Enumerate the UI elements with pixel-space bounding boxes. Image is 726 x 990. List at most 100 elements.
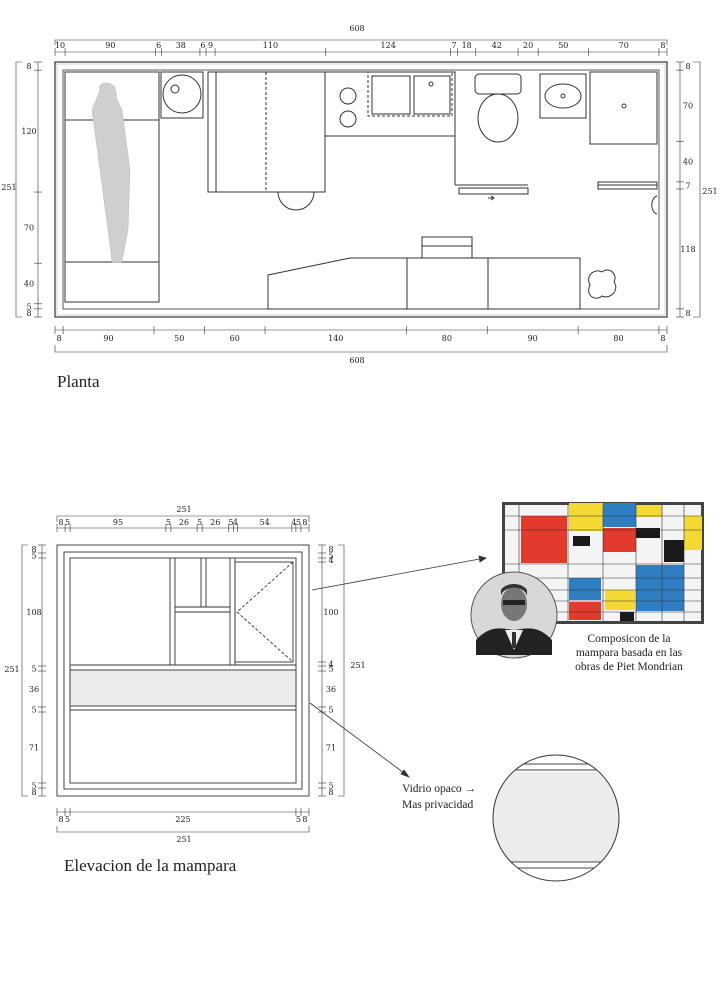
mondrian-cell: [569, 503, 603, 531]
mondrian-caption: Composicon de la mampara basada en las o…: [552, 632, 706, 674]
plan-bottom-dim-1: 90: [103, 334, 113, 343]
elev-top-dim-7: 5: [228, 518, 233, 527]
plan-top-dim-10: 42: [492, 41, 502, 50]
elev-top-dim-11: 5: [296, 518, 301, 527]
plan-total-right: 251: [702, 187, 717, 196]
mondrian-cell: [636, 505, 662, 517]
elev-right-dim-5: 5: [328, 665, 333, 674]
mondrian-cell: [605, 590, 635, 610]
elev-left-dim-1: 5: [31, 552, 36, 561]
elev-top-dim-2: 95: [113, 518, 123, 527]
floor-plan: [54, 61, 668, 318]
mondrian-cell: [569, 578, 601, 600]
elev-bottom-dim-1: 5: [65, 815, 70, 824]
elev-total-left: 251: [4, 665, 19, 674]
elev-right-dim-4: 4: [328, 660, 333, 669]
plan-right-dim-0: 8: [685, 62, 690, 71]
plan-right-dim-5: 8: [685, 309, 690, 318]
plan-right-dim-2: 40: [683, 158, 693, 167]
plan-bottom-dim-3: 60: [230, 334, 240, 343]
plan-total-left: 251: [1, 183, 16, 192]
plan-top-dim-12: 50: [558, 41, 568, 50]
elev-top-dim-1: 5: [65, 518, 70, 527]
elev-right-dim-9: 5: [328, 782, 333, 791]
elev-right-dim-0: 8: [328, 545, 333, 554]
plan-top-dim-1: 90: [105, 41, 115, 50]
elev-right-dim-2: 4: [328, 556, 333, 565]
mondrian-cell: [569, 602, 601, 620]
plan-left-dim-0: 8: [26, 62, 31, 71]
mondrian-cell: [636, 565, 684, 611]
elev-left-dim-6: 71: [29, 744, 39, 753]
frosted-glass-band: [69, 669, 297, 707]
plan-top-dim-7: 124: [381, 41, 396, 50]
plan-top-dim-13: 70: [619, 41, 629, 50]
plan-left-dim-2: 70: [24, 224, 34, 233]
elev-total-right: 251: [350, 661, 365, 670]
plan-top-dim-0: 10: [55, 41, 65, 50]
elev-bottom-dim-4: 8: [302, 815, 307, 824]
plan-right-dim-1: 70: [683, 102, 693, 111]
elev-left-dim-4: 36: [29, 685, 39, 694]
plan-top-dim-5: 9: [208, 41, 213, 50]
elev-right-dim-10: 8: [328, 788, 333, 797]
plan-bottom-dim-0: 8: [56, 334, 61, 343]
wardrobe: [207, 71, 326, 211]
elev-top-dim-0: 8: [58, 518, 63, 527]
elev-left-dim-0: 8: [31, 545, 36, 554]
mondrian-cell: [684, 516, 702, 550]
mondrian-cell: [620, 612, 634, 621]
frosted-glass-detail: [492, 754, 620, 882]
mondrian-cell: [573, 536, 590, 546]
plan-left-dim-1: 120: [21, 127, 36, 136]
glass-note: Vidrio opaco → Mas privacidad: [402, 781, 476, 813]
elev-bottom-dim-0: 8: [58, 815, 63, 824]
plan-right-dim-4: 118: [680, 245, 695, 254]
mondrian-caption-line-2: mampara basada en las: [575, 647, 683, 659]
elev-left-dim-8: 8: [31, 788, 36, 797]
plan-title: Planta: [57, 372, 100, 391]
elev-right-dim-8: 71: [326, 744, 336, 753]
plan-right-dim-3: 7: [685, 181, 690, 190]
mondrian-cell: [636, 528, 660, 538]
plan-bottom-dim-7: 80: [613, 334, 623, 343]
elev-top-dim-5: 5: [197, 518, 202, 527]
elev-right-dim-1: 5: [328, 552, 333, 561]
elev-left-dim-2: 108: [26, 608, 41, 617]
elev-bottom-dim-3: 5: [296, 815, 301, 824]
plan-bottom-dim-4: 140: [328, 334, 343, 343]
elev-top-dim-10: 4: [291, 518, 296, 527]
mondrian-cell: [521, 516, 567, 563]
plan-bottom-dim-6: 90: [528, 334, 538, 343]
elevation-title: Elevacion de la mampara: [64, 856, 237, 875]
bed: [64, 71, 160, 303]
plan-left-dim-3: 40: [24, 279, 34, 288]
round-table: [160, 71, 204, 119]
plan-top-dim-2: 6: [156, 41, 161, 50]
piet-mondrian-portrait: [470, 571, 558, 659]
plan-bottom-dim-8: 8: [660, 334, 665, 343]
plan-top-dim-6: 110: [263, 41, 278, 50]
elevation-dimension-lines: [21, 515, 345, 833]
partition-elevation: [56, 544, 310, 797]
plan-top-dim-9: 18: [462, 41, 472, 50]
plan-total-bottom: 608: [349, 356, 364, 365]
plan-top-dim-14: 8: [660, 41, 665, 50]
elev-top-dim-12: 8: [302, 518, 307, 527]
elev-left-dim-3: 5: [31, 665, 36, 674]
glass-note-line-2: Mas privacidad: [402, 799, 474, 811]
bathroom: [454, 71, 658, 201]
plan-dimension-lines: [15, 39, 701, 353]
plant-icon: [588, 269, 617, 299]
elev-bottom-dim-2: 225: [175, 815, 190, 824]
plan-left-dim-5: 8: [26, 309, 31, 318]
plan-top-dim-3: 38: [176, 41, 186, 50]
elev-right-dim-6: 36: [326, 685, 336, 694]
annotation-arrows: [309, 555, 487, 778]
mondrian-caption-line-3: obras de Piet Mondrian: [575, 661, 683, 673]
plan-total-top: 608: [349, 24, 364, 33]
kitchen-counter: [325, 71, 456, 137]
elev-right-dim-3: 100: [323, 608, 338, 617]
